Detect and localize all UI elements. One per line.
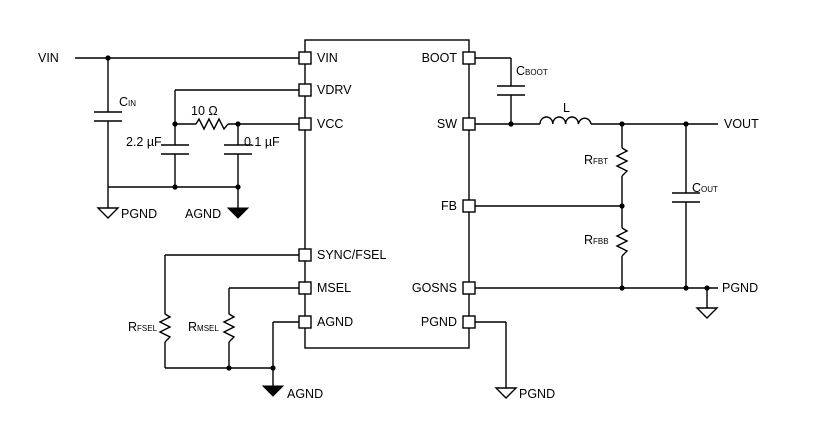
label-cin: CIN bbox=[119, 95, 136, 109]
pin-msel bbox=[298, 281, 312, 295]
junction-dots bbox=[105, 55, 710, 371]
pin-label-sw: SW bbox=[437, 117, 457, 131]
pgnd-ground-icon bbox=[96, 207, 120, 219]
net-label-pgnd-right: PGND bbox=[722, 281, 758, 295]
resistor-rfbb bbox=[615, 227, 629, 257]
capacitor-cboot bbox=[497, 85, 525, 96]
pin-boot bbox=[462, 51, 476, 65]
capacitor-2-2uf bbox=[161, 144, 189, 155]
ic-body bbox=[304, 39, 470, 349]
pin-label-sync-fsel: SYNC/FSEL bbox=[317, 248, 387, 262]
pin-label-fb: FB bbox=[441, 199, 457, 213]
pin-agnd bbox=[298, 315, 312, 329]
capacitor-0-1uf bbox=[224, 144, 252, 155]
pin-fb bbox=[462, 199, 476, 213]
net-label-pgnd-bottom: PGND bbox=[519, 387, 555, 401]
agnd-ground-bottom-icon bbox=[261, 385, 285, 397]
pin-label-agnd: AGND bbox=[317, 315, 353, 329]
pin-label-vdrv: VDRV bbox=[317, 83, 352, 97]
label-cout: COUT bbox=[692, 181, 718, 195]
capacitor-cin bbox=[94, 111, 122, 122]
label-rfbb: RFBB bbox=[584, 233, 609, 247]
pin-label-vcc: VCC bbox=[317, 117, 343, 131]
inductor-l bbox=[539, 116, 592, 125]
resistor-rmsel bbox=[222, 313, 236, 343]
net-label-agnd-left: AGND bbox=[185, 207, 221, 221]
ic-pins bbox=[298, 51, 476, 329]
pin-sw bbox=[462, 117, 476, 131]
wires bbox=[75, 57, 718, 388]
pgnd-ground-bottom-icon bbox=[494, 387, 518, 399]
label-cboot: CBOOT bbox=[516, 64, 548, 78]
label-c-0-1uf: 0.1 µF bbox=[244, 135, 280, 149]
pin-pgnd bbox=[462, 315, 476, 329]
label-rfbt: RFBT bbox=[584, 153, 608, 167]
label-inductor: L bbox=[563, 101, 570, 115]
resistor-rfbt bbox=[615, 147, 629, 177]
agnd-ground-icon bbox=[226, 207, 250, 219]
pgnd-ground-right-icon bbox=[695, 307, 719, 319]
net-label-vin: VIN bbox=[38, 51, 59, 65]
pin-sync-fsel bbox=[298, 248, 312, 262]
pin-label-msel: MSEL bbox=[317, 281, 351, 295]
label-c-2-2uf: 2.2 µF bbox=[126, 135, 162, 149]
capacitor-cout bbox=[672, 192, 700, 203]
pin-vin bbox=[298, 51, 312, 65]
resistor-10-ohm bbox=[195, 117, 229, 131]
pin-gosns bbox=[462, 281, 476, 295]
label-r-10-ohm: 10 Ω bbox=[191, 104, 218, 118]
net-label-vout: VOUT bbox=[724, 117, 759, 131]
pin-vcc bbox=[298, 117, 312, 131]
pin-label-vin: VIN bbox=[317, 51, 338, 65]
net-label-agnd-bottom: AGND bbox=[287, 387, 323, 401]
net-label-pgnd-left: PGND bbox=[121, 207, 157, 221]
pin-label-gosns: GOSNS bbox=[412, 281, 457, 295]
resistor-rfsel bbox=[158, 313, 172, 343]
pin-label-pgnd: PGND bbox=[421, 315, 457, 329]
pin-label-boot: BOOT bbox=[422, 51, 458, 65]
label-rmsel: RMSEL bbox=[188, 320, 219, 334]
pin-vdrv bbox=[298, 83, 312, 97]
label-rfsel: RFSEL bbox=[128, 320, 158, 334]
